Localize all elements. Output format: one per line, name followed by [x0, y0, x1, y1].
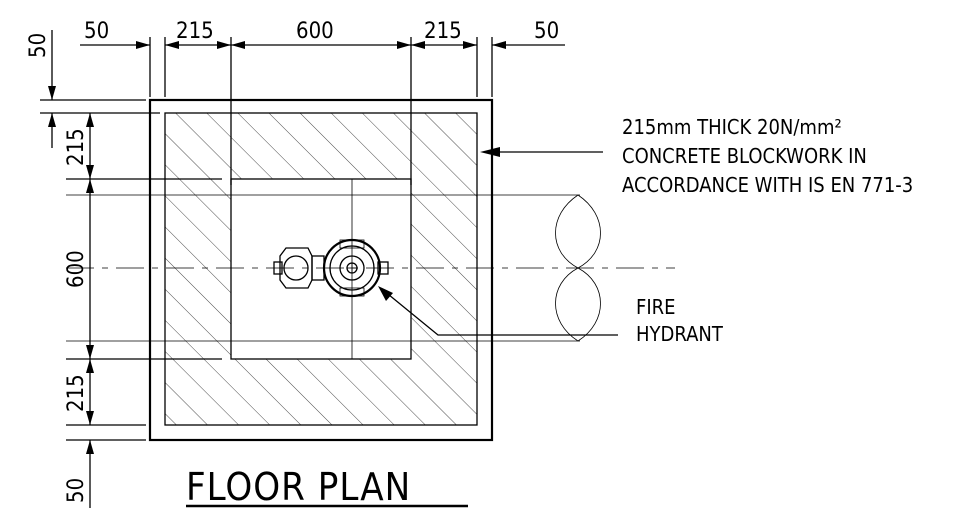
title-text: FLOOR PLAN [186, 465, 411, 508]
dim-left-2: 215 [64, 128, 89, 166]
fire-hydrant-symbol [273, 238, 389, 298]
wall-note-line-1: 215mm THICK 20N/mm² [622, 115, 842, 139]
wall-note-line-2: CONCRETE BLOCKWORK IN [622, 144, 867, 168]
wall-note: 215mm THICK 20N/mm² CONCRETE BLOCKWORK I… [622, 115, 913, 197]
inner-wall [230, 178, 412, 360]
top-dimension-labels: 50 215 600 215 50 [84, 19, 559, 44]
left-dimension-chain [40, 30, 222, 508]
water-main-pipe [66, 179, 675, 359]
drawing-title: FLOOR PLAN [186, 465, 468, 508]
hydrant-note: FIRE HYDRANT [636, 295, 724, 346]
outer-wall [164, 112, 478, 426]
hydrant-note-line-2: HYDRANT [636, 322, 724, 346]
chamber-walls [148, 98, 494, 442]
base-slab-outline [148, 98, 494, 442]
dim-left-5: 50 [64, 478, 89, 503]
dim-top-3: 600 [296, 19, 334, 44]
dim-left-4: 215 [64, 374, 89, 412]
dim-top-4: 215 [424, 19, 462, 44]
dim-top-5: 50 [534, 19, 559, 44]
hydrant-note-line-1: FIRE [636, 295, 676, 319]
dim-left-3: 600 [64, 250, 89, 288]
note-leaders [378, 147, 618, 336]
dim-left-1: 50 [26, 33, 51, 58]
top-dimension-chain [80, 37, 565, 185]
dim-top-1: 50 [84, 19, 109, 44]
dim-top-2: 215 [176, 19, 214, 44]
wall-hatch [165, 113, 477, 425]
left-dimension-labels: 50 215 600 215 50 [26, 33, 89, 503]
wall-note-line-3: ACCORDANCE WITH IS EN 771-3 [622, 173, 913, 197]
